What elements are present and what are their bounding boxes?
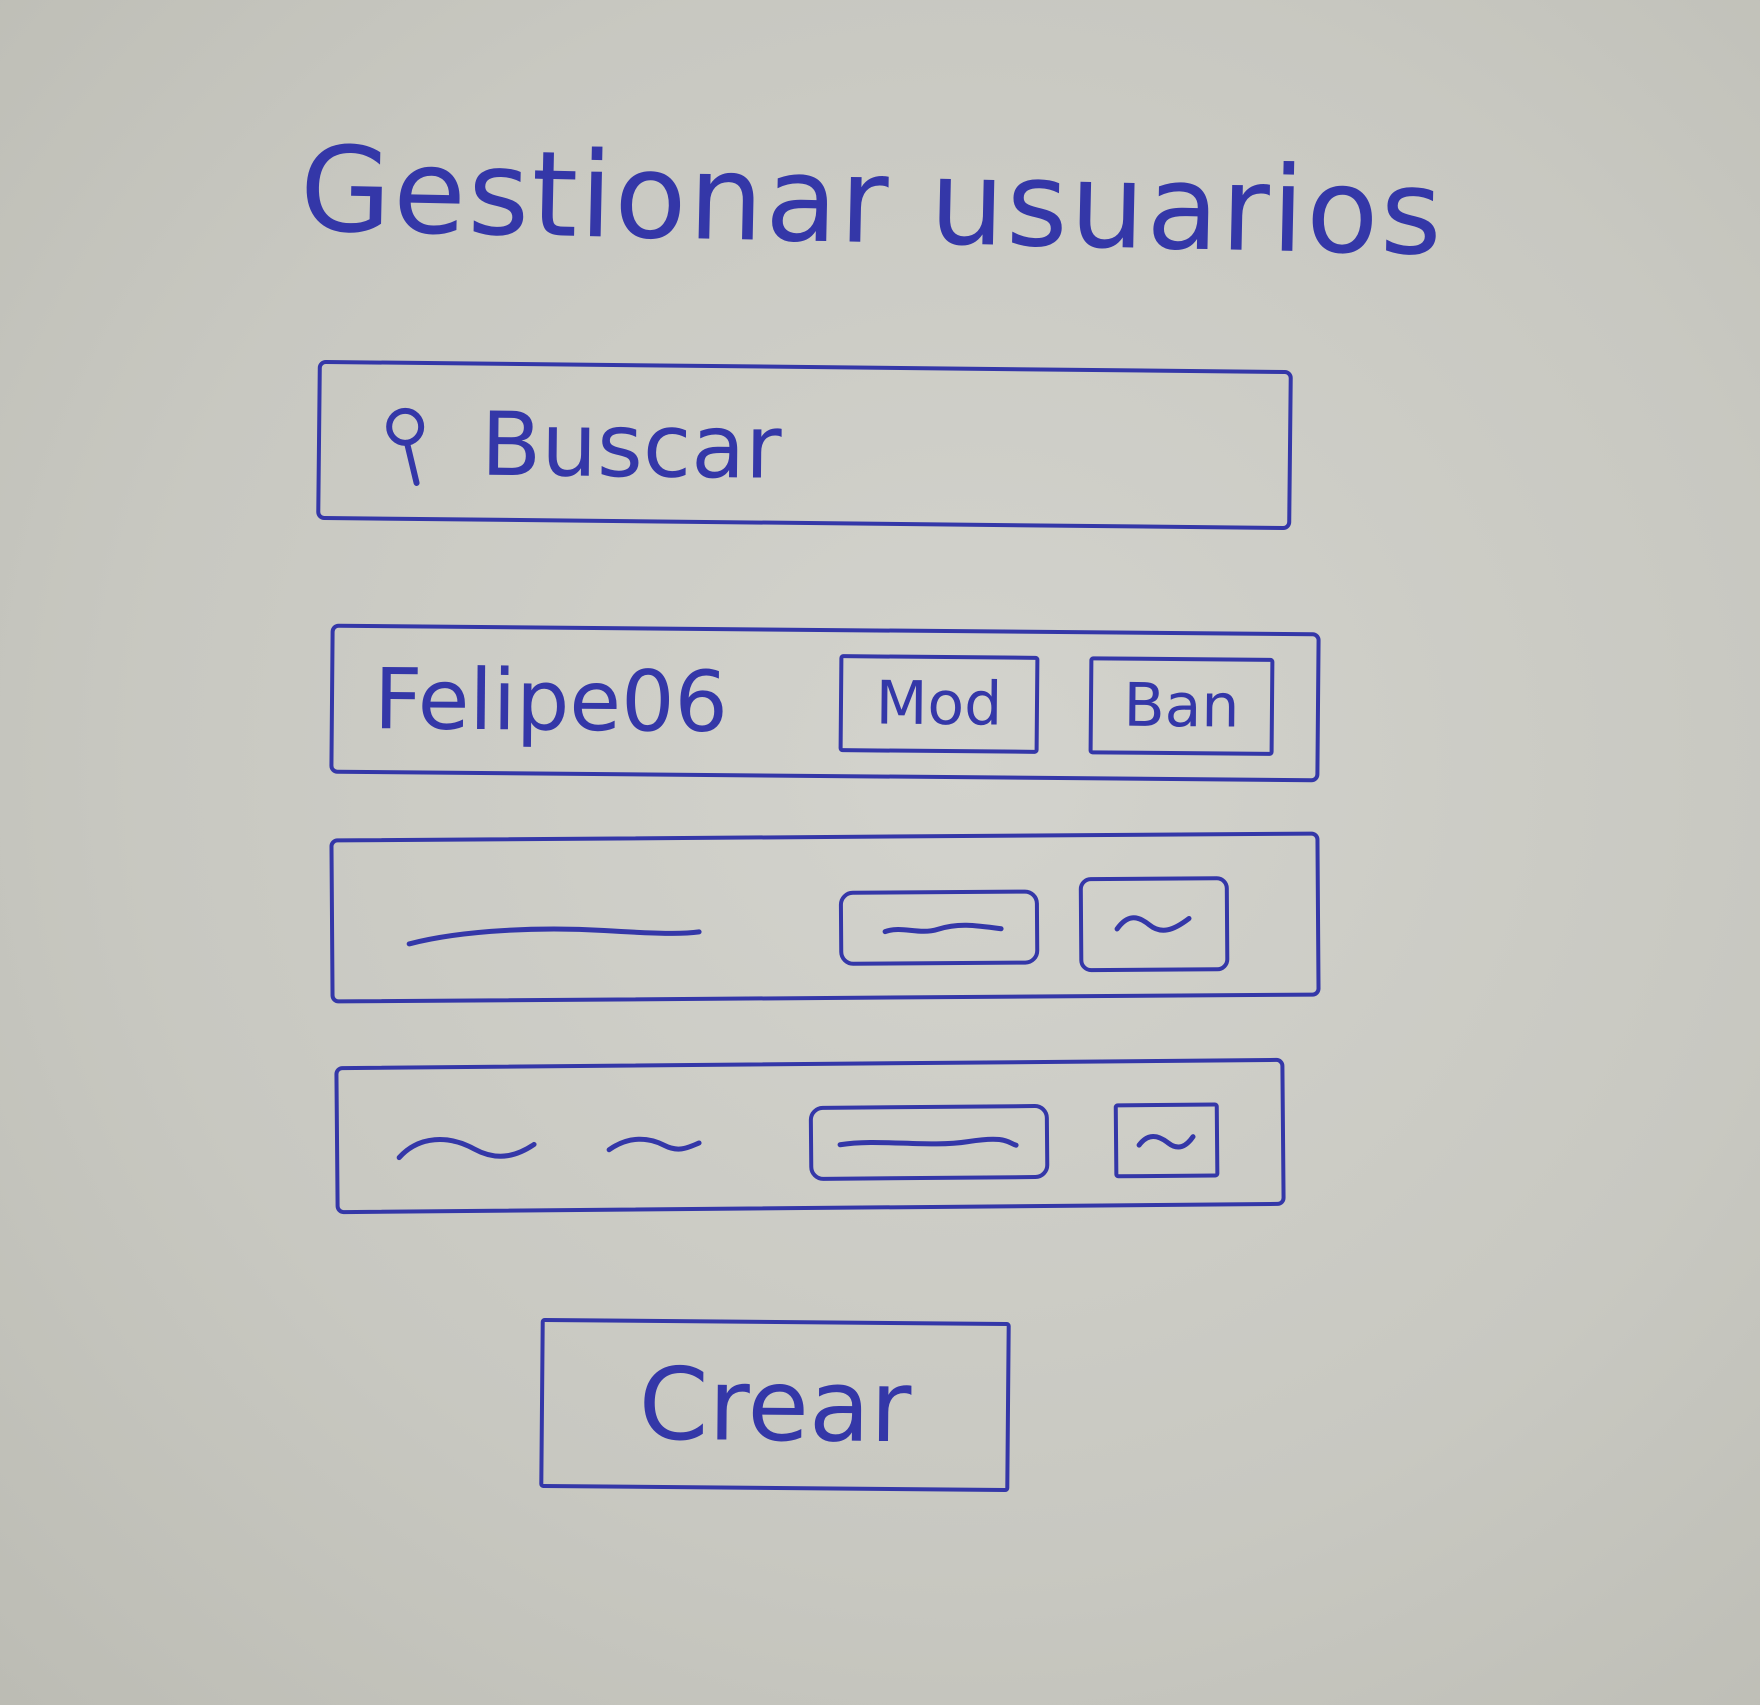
mod-button[interactable]: [808, 1103, 1050, 1182]
user-row: [334, 1057, 1286, 1215]
create-button[interactable]: Crear: [539, 1317, 1011, 1493]
ban-button[interactable]: Ban: [1088, 656, 1275, 756]
button-label-placeholder: [882, 922, 1004, 935]
button-label-placeholder: [837, 1136, 1019, 1148]
user-name-placeholder: [396, 1136, 702, 1161]
user-name-placeholder: [406, 926, 702, 947]
button-label-placeholder: [1136, 1134, 1196, 1150]
page-title: Gestionar usuarios: [298, 120, 1446, 282]
ban-button[interactable]: [1113, 1102, 1220, 1179]
search-input[interactable]: [480, 393, 1242, 502]
user-row: Felipe06 Mod Ban: [329, 623, 1321, 783]
search-icon: [386, 407, 425, 486]
button-label-placeholder: [1114, 915, 1192, 933]
mod-button[interactable]: [838, 889, 1040, 966]
mod-button[interactable]: Mod: [838, 654, 1040, 754]
search-bar[interactable]: [316, 359, 1293, 531]
ban-button[interactable]: [1078, 876, 1230, 973]
user-row: [329, 831, 1321, 1004]
user-name: Felipe06: [373, 650, 729, 752]
